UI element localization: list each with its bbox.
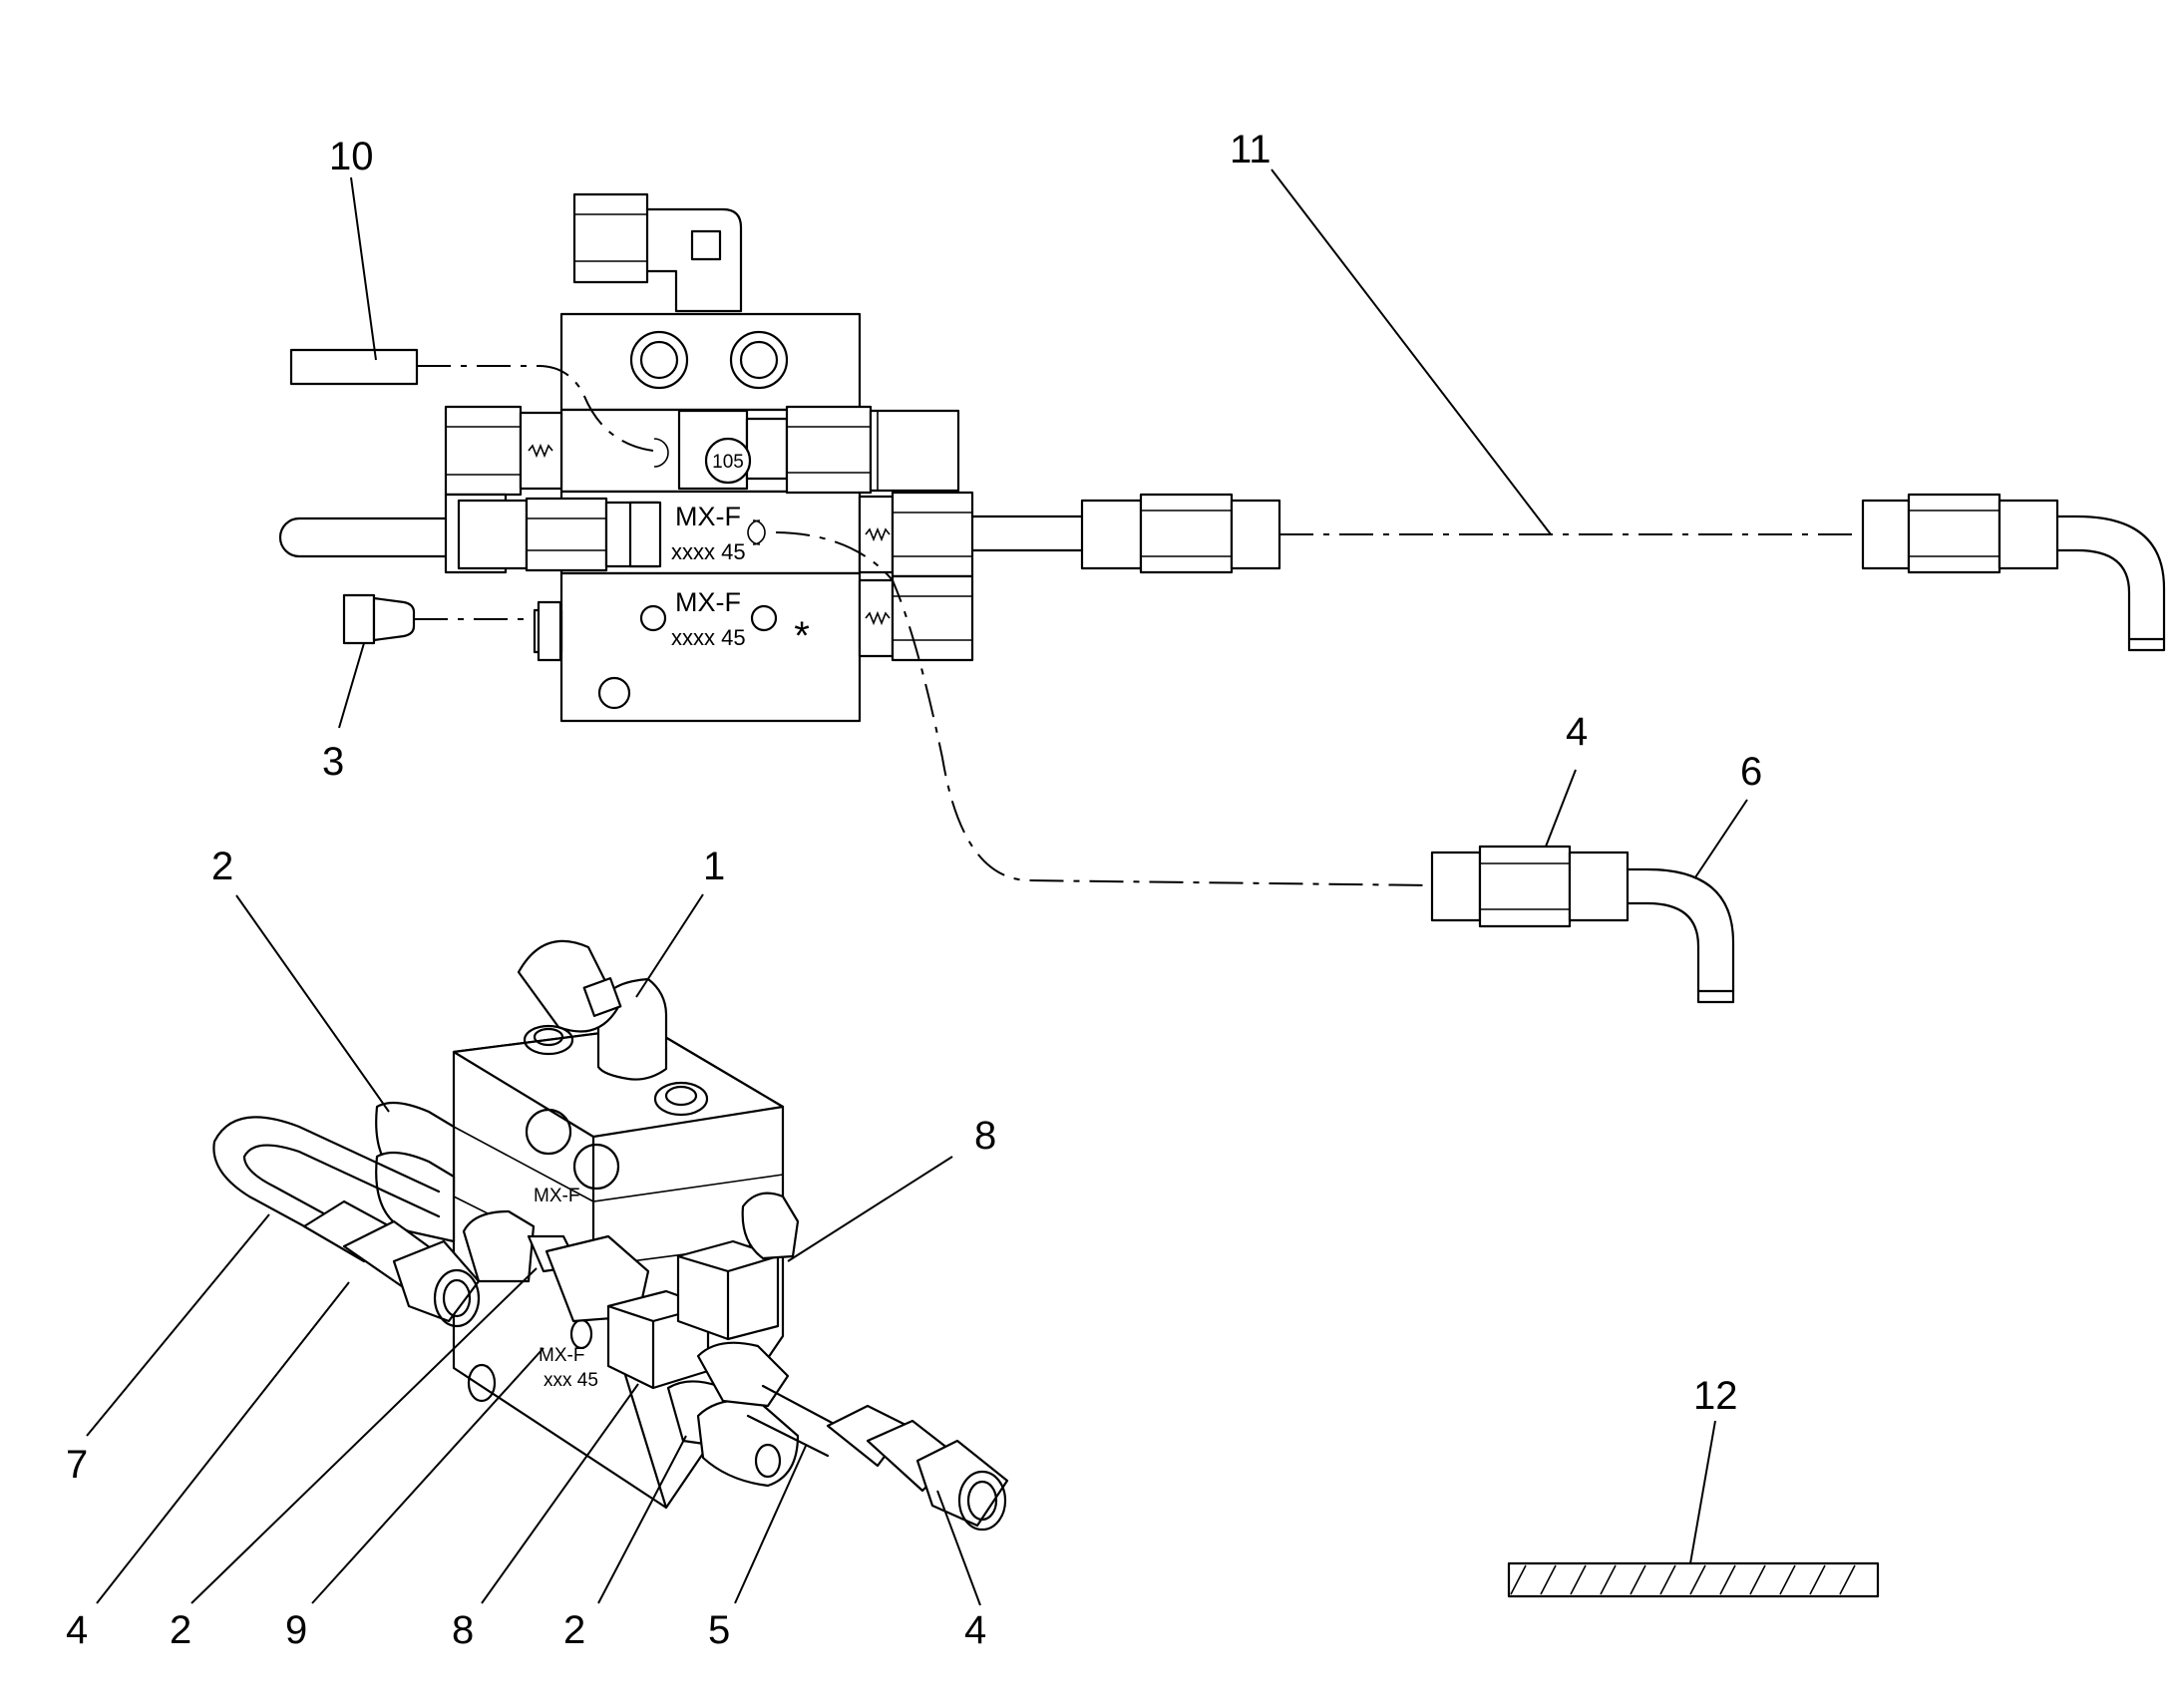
callout-numbers: 10 11 3 4 6 1 2 8 7 12 4 2 9 8 2 5 4 xyxy=(66,128,1762,1652)
callout-3: 3 xyxy=(322,740,344,784)
callout-2-upper: 2 xyxy=(211,845,233,888)
part-3-plug-cap xyxy=(342,593,416,645)
callout-8-upper: 8 xyxy=(974,1114,996,1158)
callout-4-bottom-right: 4 xyxy=(964,1608,986,1652)
section-2-code: xxxx 45 xyxy=(671,539,746,564)
callout-10: 10 xyxy=(329,135,374,178)
iso-section-code: xxx 45 xyxy=(544,1370,598,1391)
section-3-label: MX-F xyxy=(675,587,741,617)
callout-2-bottom-a: 2 xyxy=(170,1608,191,1652)
bottom-port xyxy=(597,676,631,710)
callout-1: 1 xyxy=(703,845,725,888)
elbow-fitting-top xyxy=(572,192,743,313)
callout-4-upper: 4 xyxy=(1566,710,1588,754)
section-2-label: MX-F xyxy=(675,502,741,531)
callout-6: 6 xyxy=(1740,750,1762,794)
connection-line-10 xyxy=(417,365,654,452)
iso-section-label-2: MX-F xyxy=(539,1345,584,1366)
section-3-code: xxxx 45 xyxy=(671,625,746,650)
top-plate xyxy=(559,312,862,412)
iso-section-label-1: MX-F xyxy=(534,1186,579,1206)
part-10-tag xyxy=(289,348,419,386)
callout-5: 5 xyxy=(708,1608,730,1652)
callout-7: 7 xyxy=(66,1443,88,1487)
distributor-block-front-view: 105 MX-F xxxx 45 MX-F xxxx 45 * xyxy=(278,192,1084,723)
callout-4-bottom-left: 4 xyxy=(66,1608,88,1652)
asterisk-mark: * xyxy=(794,614,810,658)
hose-assembly-4-6 xyxy=(1430,845,1735,1004)
hose-assembly-11 xyxy=(1080,493,2166,652)
stamp-105: 105 xyxy=(712,452,744,473)
callout-11: 11 xyxy=(1230,128,1272,171)
distributor-section-3 xyxy=(559,571,862,723)
connection-line-6 xyxy=(775,531,1433,886)
callout-8-bottom: 8 xyxy=(452,1608,474,1652)
callout-2-bottom-b: 2 xyxy=(563,1608,585,1652)
distributor-block-isometric-view: MX-F MX-F xxx 45 xyxy=(212,939,1009,1532)
callout-12: 12 xyxy=(1693,1374,1738,1418)
leader-lines xyxy=(86,169,1748,1606)
part-12-spiral-guard xyxy=(1507,1561,1880,1598)
callout-9: 9 xyxy=(285,1608,307,1652)
